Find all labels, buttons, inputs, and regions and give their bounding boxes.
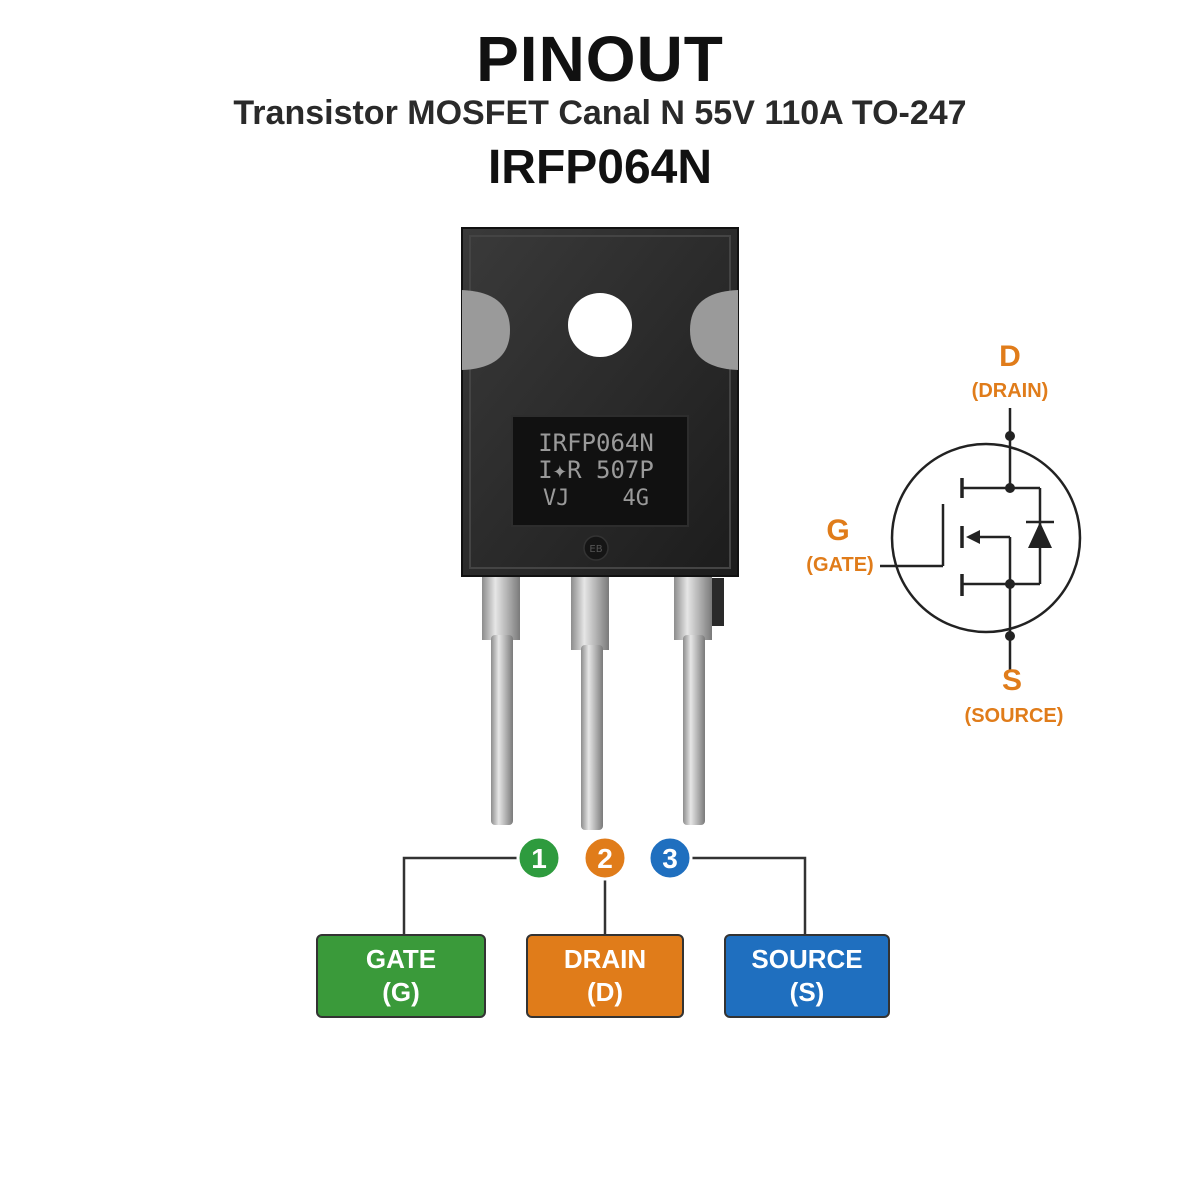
symbol-gate-letter: G [826,514,850,547]
pin-label-source-abbr: (S) [789,977,825,1007]
symbol-source-name: (SOURCE) [964,705,1064,727]
mosfet-symbol [880,408,1082,670]
pin-badge-1: 1 [516,835,562,881]
symbol-drain-name: (DRAIN) [971,380,1049,402]
mounting-hole [568,293,632,357]
symbol-drain-letter: D [999,340,1021,373]
pin-label-drain-abbr: (D) [586,977,624,1007]
lead-drain [571,572,609,830]
symbol-source-letter: S [1001,664,1022,697]
pin-label-gate: GATE (G) [316,934,486,1018]
transistor-package: IRFP064N I✦R 507P VJ 4G EB [461,227,739,830]
page-title: PINOUT [476,23,724,95]
svg-text:2: 2 [597,843,613,874]
pin-badge-3: 3 [647,835,693,881]
pin-label-drain: DRAIN (D) [526,934,684,1018]
pin-label-source: SOURCE (S) [724,934,890,1018]
lead-source [674,572,712,825]
lead-gate [482,572,520,825]
pin-connectors [402,856,807,934]
symbol-gate-name: (GATE) [806,554,874,576]
marking-small: EB [589,544,602,555]
pin-label-gate-name: GATE [365,944,437,974]
svg-text:1: 1 [531,843,547,874]
pin-badge-2: 2 [582,835,628,881]
pin-label-gate-abbr: (G) [382,977,420,1007]
pin-label-drain-name: DRAIN [563,944,647,974]
page-subtitle: Transistor MOSFET Canal N 55V 110A TO-24… [233,94,967,132]
pin-label-source-name: SOURCE [751,944,863,974]
marking-line-1: IRFP064N [538,429,654,457]
marking-line-2: I✦R 507P [538,456,654,484]
svg-text:3: 3 [662,843,678,874]
marking-line-3: VJ 4G [543,486,649,511]
part-number: IRFP064N [487,141,713,194]
